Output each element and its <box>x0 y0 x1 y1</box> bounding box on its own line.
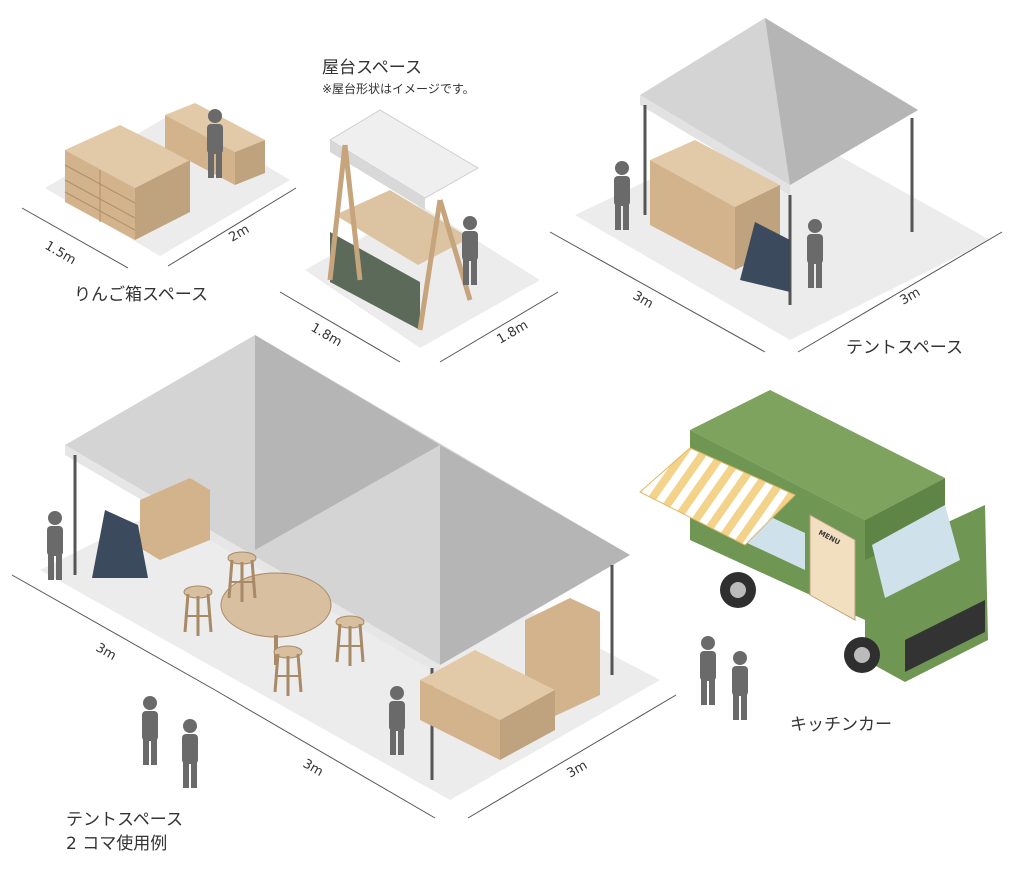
apple-box-space: 1.5m 2m <box>21 103 297 269</box>
tent-width-dim: 3m <box>630 288 656 311</box>
double-tent-label: テントスペース <box>66 810 183 830</box>
kitchen-car: MENU <box>639 390 988 720</box>
double-tent-box-front <box>420 650 555 720</box>
truck-grille <box>905 600 985 672</box>
stall-note: ※屋台形状はイメージです。 <box>322 82 475 96</box>
apple-width-dim: 1.5m <box>42 238 78 268</box>
stall-shelf <box>335 190 470 265</box>
double-tent-person-b <box>182 719 198 788</box>
stall-front-panel <box>330 232 420 330</box>
truck-roof <box>690 390 945 520</box>
truck-customer-b <box>732 651 748 720</box>
double-tent-width2-dim: 3m <box>300 756 326 779</box>
tent-table <box>650 140 780 207</box>
apple-box-label: りんご箱スペース <box>74 285 208 305</box>
stall-roof <box>329 109 479 199</box>
truck-customer-a <box>700 636 716 705</box>
stall-label: 屋台スペース <box>322 58 422 78</box>
stall-floor <box>305 205 540 348</box>
stall-space: 1.8m 1.8m <box>279 109 559 363</box>
tent-depth-dim: 3m <box>898 285 924 308</box>
tent-space: 3m 3m <box>549 18 1003 353</box>
double-tent-box-back <box>140 478 210 560</box>
double-tent-depth-dim: 3m <box>565 758 591 781</box>
double-tent-signboard <box>92 510 148 578</box>
kitchen-car-label: キッチンカー <box>790 715 892 735</box>
apple-box-stack <box>64 125 190 240</box>
tent-signboard <box>740 222 790 292</box>
double-tent-person-a <box>142 696 158 765</box>
truck-menu-board <box>809 514 856 621</box>
double-tent-caption: 2 コマ使用例 <box>66 834 168 854</box>
truck-windshield <box>872 505 960 598</box>
tent-label: テントスペース <box>846 338 963 358</box>
double-tent-width-dim: 3m <box>93 640 119 663</box>
double-tent-space: 3m 3m 3m <box>11 335 677 819</box>
stall-depth-dim: 1.8m <box>495 318 531 348</box>
apple-depth-dim: 2m <box>227 222 253 245</box>
stall-width-dim: 1.8m <box>308 320 344 350</box>
truck-awning <box>639 447 796 546</box>
